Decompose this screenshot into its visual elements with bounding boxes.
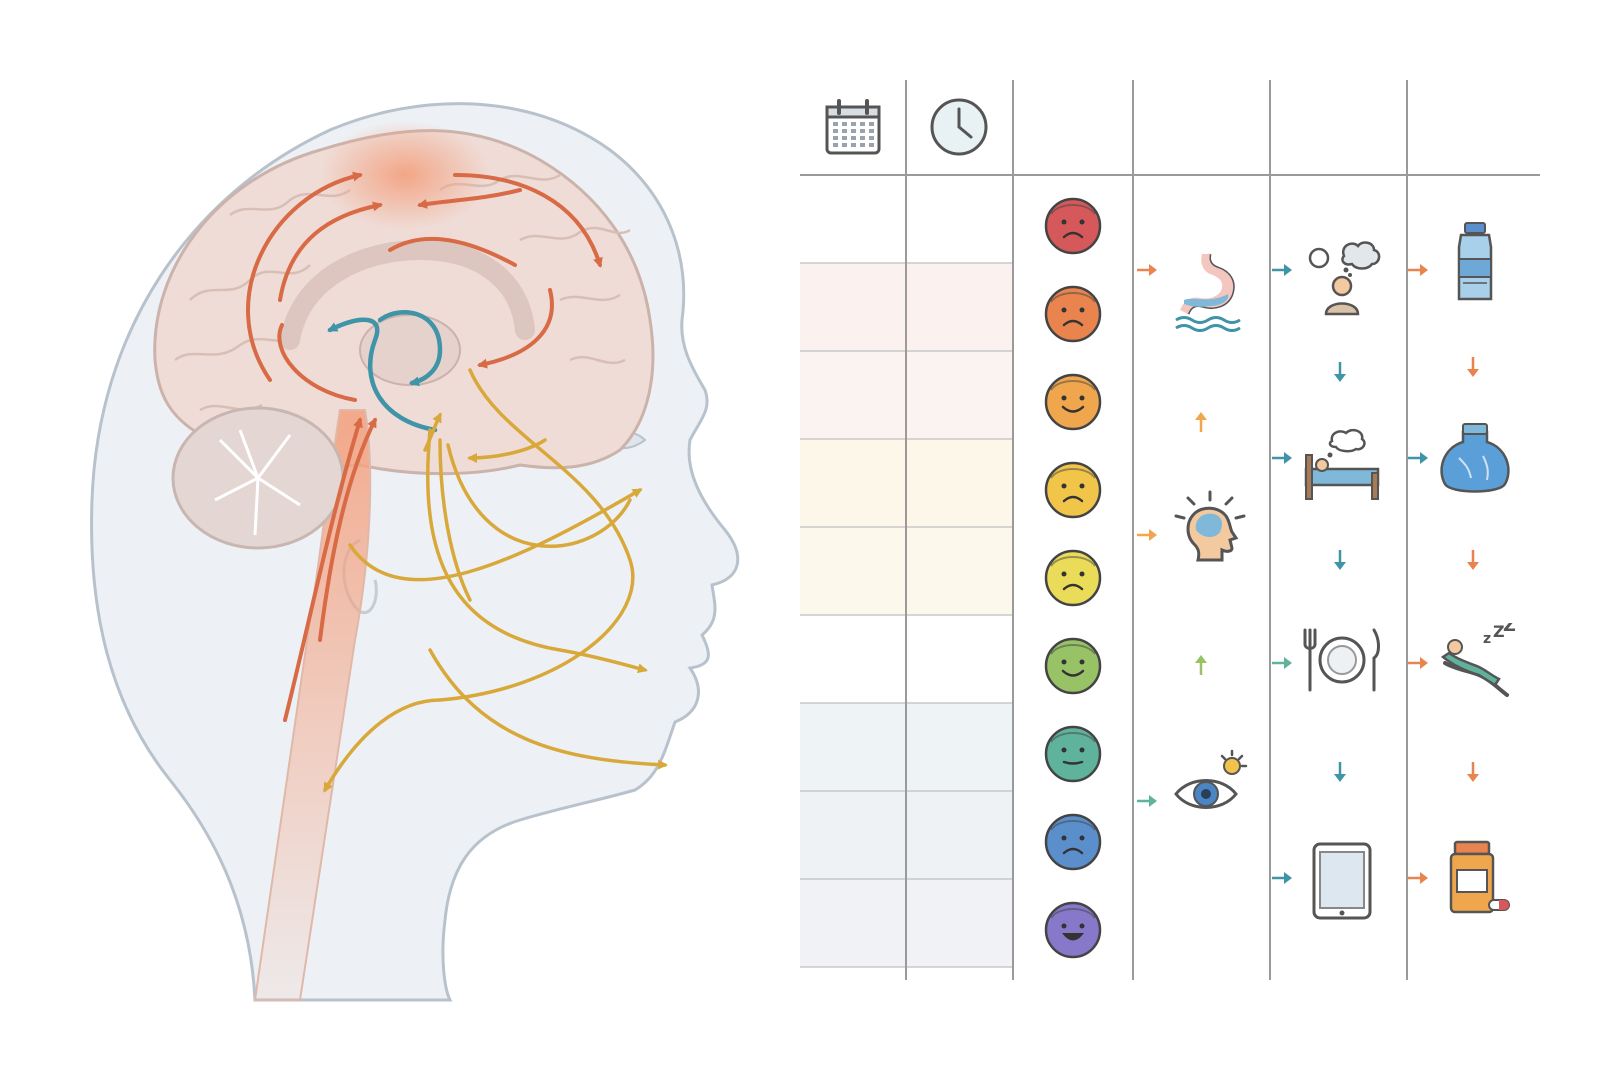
eye-glare-icon[interactable] xyxy=(1170,748,1250,832)
water-bottle-icon[interactable] xyxy=(1435,221,1515,305)
nerve-arrow xyxy=(438,438,472,602)
pain-level-face-icon[interactable] xyxy=(1043,284,1103,344)
flow-arrow-icon xyxy=(1191,410,1215,434)
medication-bottle-icon[interactable] xyxy=(1435,838,1515,922)
clock-icon[interactable] xyxy=(929,97,989,157)
pain-level-face-icon[interactable] xyxy=(1043,724,1103,784)
flow-arrow-icon xyxy=(1330,360,1354,384)
central-loop xyxy=(327,310,443,433)
pathway-arrow xyxy=(277,323,357,402)
flow-arrow-icon xyxy=(1135,525,1159,549)
nerve-pathways xyxy=(323,368,668,793)
pain-level-face-icon[interactable] xyxy=(1043,636,1103,696)
flow-arrow-icon xyxy=(1270,448,1294,472)
pathway-arrow xyxy=(388,236,517,267)
flow-arrow-icon xyxy=(1191,653,1215,677)
tracking-grid xyxy=(800,80,1540,980)
pathway-arrow xyxy=(283,417,363,722)
pain-level-face-icon[interactable] xyxy=(1043,460,1103,520)
svg-text:z: z xyxy=(1483,631,1491,647)
migraine-pathways xyxy=(246,171,603,722)
nerve-arrow xyxy=(428,648,668,770)
flow-arrow-icon xyxy=(1135,791,1159,815)
cerebellum xyxy=(171,406,345,550)
svg-text:Z: Z xyxy=(1493,623,1505,641)
calendar-icon[interactable] xyxy=(823,97,883,157)
loop-arrow xyxy=(327,317,438,433)
pain-level-face-icon[interactable] xyxy=(1043,372,1103,432)
flow-arrow-icon xyxy=(1406,653,1430,677)
pathway-arrow xyxy=(318,417,377,642)
flow-arrow-icon xyxy=(1406,868,1430,892)
pain-level-face-icon[interactable] xyxy=(1043,196,1103,256)
nerve-arrow xyxy=(323,698,442,793)
stomach-nausea-icon[interactable] xyxy=(1170,248,1250,332)
light-sensitivity-head-icon[interactable] xyxy=(1170,488,1250,572)
pathway-arrow xyxy=(477,288,554,369)
flow-arrow-icon xyxy=(1406,448,1430,472)
flow-arrow-icon xyxy=(1330,548,1354,572)
nerve-arrow xyxy=(426,428,648,674)
flow-arrow-icon xyxy=(1135,260,1159,284)
flow-arrow-icon xyxy=(1270,653,1294,677)
flow-arrow-icon xyxy=(1406,260,1430,284)
flow-arrow-icon xyxy=(1463,760,1487,784)
tablet-screen-icon[interactable] xyxy=(1302,840,1382,920)
nerve-arrow xyxy=(438,368,635,702)
pathway-arrow xyxy=(417,188,522,209)
nerve-arrow xyxy=(423,412,442,452)
pathway-arrow xyxy=(278,201,383,302)
corpus-callosum xyxy=(280,239,535,350)
loop-arrow xyxy=(377,310,443,387)
pain-level-face-icon[interactable] xyxy=(1043,900,1103,960)
nerve-arrow xyxy=(446,443,632,548)
svg-text:Z: Z xyxy=(1503,623,1515,636)
sleep-bed-icon[interactable] xyxy=(1302,425,1382,505)
pain-level-face-icon[interactable] xyxy=(1043,548,1103,608)
pathway-arrow xyxy=(246,171,363,382)
ice-pack-icon[interactable] xyxy=(1435,418,1515,502)
flow-arrow-icon xyxy=(1463,355,1487,379)
nerve-arrow xyxy=(467,438,547,463)
pain-level-face-icon[interactable] xyxy=(1043,812,1103,872)
flow-arrow-icon xyxy=(1270,868,1294,892)
meal-plate-icon[interactable] xyxy=(1302,620,1382,700)
flow-arrow-icon xyxy=(1270,260,1294,284)
flow-arrow-icon xyxy=(1330,760,1354,784)
nerve-arrow xyxy=(348,488,643,582)
pathway-arrow xyxy=(453,173,603,268)
stress-thought-icon[interactable] xyxy=(1302,238,1382,318)
flow-arrow-icon xyxy=(1463,548,1487,572)
